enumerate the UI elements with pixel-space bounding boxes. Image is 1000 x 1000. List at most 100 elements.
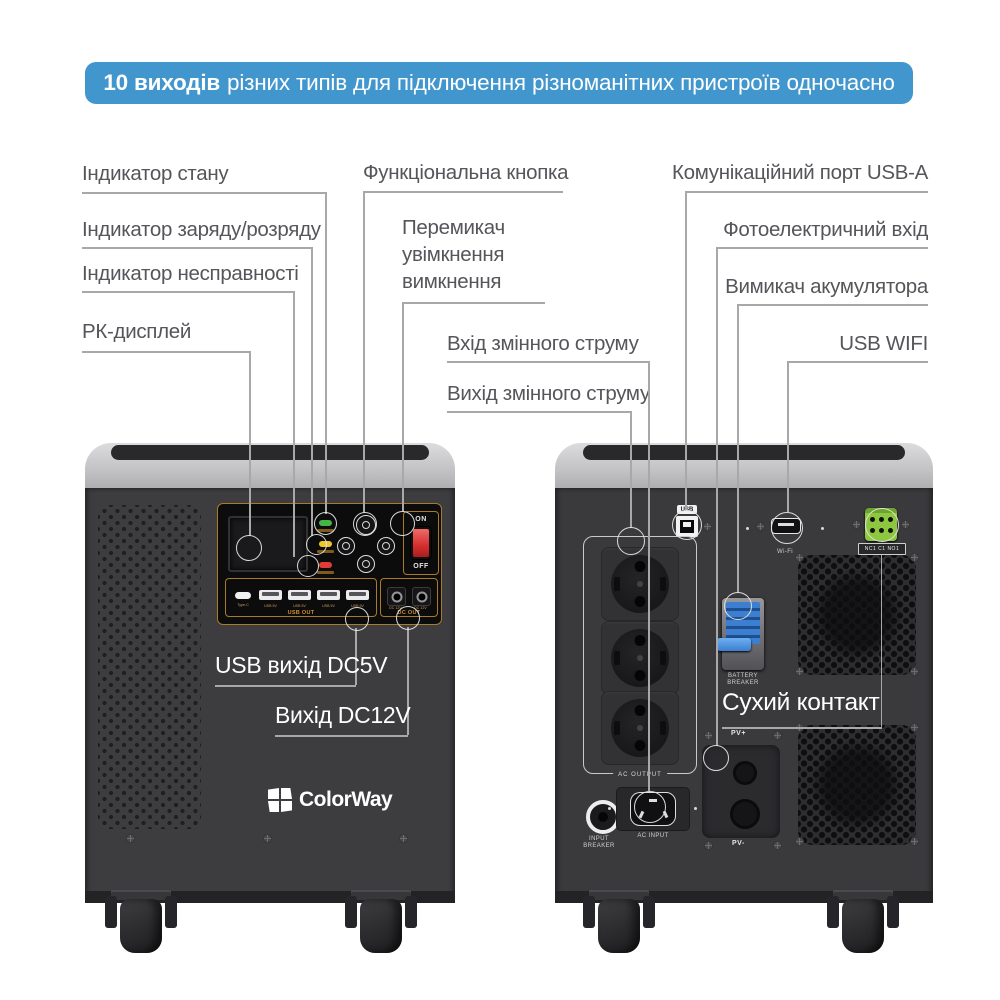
leader-underline-fault [82, 291, 294, 293]
callout-status-indicator: Індикатор стану [82, 162, 229, 185]
colorway-pinwheel-icon [268, 788, 292, 812]
pv-screw-tl [704, 731, 713, 740]
leader-vline-status [325, 192, 327, 514]
ring-battery-breaker [724, 592, 752, 620]
ac-inlet-dot-left [608, 807, 611, 810]
pv-screw-tr [773, 731, 782, 740]
pv-plus-terminal [733, 761, 757, 785]
callout-function-button: Функціональна кнопка [363, 161, 569, 184]
usb-a4-label: USB 9V [351, 603, 364, 608]
fault-led-red [319, 562, 332, 568]
leader-vline-pv [716, 247, 718, 746]
leader-underline-batbrk [737, 304, 928, 306]
cooling-fan-grille-top [798, 555, 916, 675]
leader-underline-wifi [787, 361, 928, 363]
usb-a-port-4 [346, 590, 369, 600]
ac-output-region: AC OUTPUT [583, 536, 697, 778]
ring-power-switch [390, 511, 415, 536]
ring-function-button [353, 512, 377, 536]
fan1-screw-tl [795, 553, 804, 562]
fan1-screw-tr [910, 553, 919, 562]
ring-red-led [297, 555, 319, 577]
callout-ac-output: Вихід змінного струму [447, 382, 650, 405]
device-label-usb-dc5v: USB вихід DC5V [215, 652, 388, 678]
leader-underline-pv [716, 247, 928, 249]
pv-plus-label: PV+ [731, 730, 746, 737]
leader-underline-func [363, 191, 563, 193]
leader-underline-switch [402, 302, 545, 304]
callout-lcd-display: РК-дисплей [82, 320, 192, 343]
leader-underline-comm [685, 191, 928, 193]
ring-dry-contact [865, 508, 899, 542]
front-screw-2 [263, 834, 272, 843]
input-breaker-label: INPUT BREAKER [583, 836, 615, 849]
leader-underline-acout [447, 411, 631, 413]
ring-lcd [236, 535, 262, 561]
ring-ac-input [634, 791, 666, 823]
fan2-screw-bl [795, 837, 804, 846]
dc-jack-2-label: DC 12V [414, 605, 427, 610]
brand-logo: ColorWay [268, 788, 393, 812]
red-led-microlabel [317, 571, 334, 574]
back-screw-wifi-left [756, 522, 765, 531]
callout-fault-indicator: Індикатор несправності [82, 262, 299, 285]
callout-ac-input: Вхід змінного струму [447, 332, 639, 355]
callout-usb-comm-port: Комунікаційний порт USB-A [672, 161, 928, 184]
back-caster-right [827, 890, 899, 960]
usb-a3-label: USB 5V [322, 603, 335, 608]
usb-a-port-1 [259, 590, 282, 600]
power-switch-group: ON OFF [403, 511, 439, 575]
power-station-back-view: USB Wi-Fi NC1 C1 NO1 AC OUTPUT [555, 443, 933, 953]
type-c-port [235, 592, 251, 599]
leader-vline-comm [685, 191, 687, 510]
fan1-screw-br [910, 667, 919, 676]
front-vent-grid [98, 505, 201, 829]
usb-a-port-2 [288, 590, 311, 600]
front-caster-right [345, 890, 417, 960]
back-led-dot-1 [746, 527, 749, 530]
fan2-screw-br [910, 837, 919, 846]
pv-screw-bl [704, 841, 713, 850]
callout-battery-breaker: Вимикач акумулятора [725, 275, 928, 298]
dc-jack-2 [412, 587, 431, 606]
ring-ac-output [617, 527, 645, 555]
front-caster-left [105, 890, 177, 960]
type-c-label: Type-C [237, 602, 249, 607]
back-led-dot-2 [821, 527, 824, 530]
callout-pv-input: Фотоелектричний вхід [723, 218, 928, 241]
ac-socket-3 [601, 691, 679, 765]
back-caster-left [583, 890, 655, 960]
ac-input-label: AC INPUT [637, 833, 669, 839]
leader-vline-fault [293, 291, 295, 557]
leader-underline-dry-contact [722, 727, 882, 729]
back-handle-slot [583, 445, 905, 460]
ring-yellow-led [306, 534, 327, 555]
panel-button-left [337, 537, 355, 555]
on-label: ON [415, 516, 427, 523]
dc-jack-1-label: DC 12V [389, 605, 402, 610]
panel-button-bottom [357, 555, 375, 573]
ac-inlet-dot-right [694, 807, 697, 810]
yellow-led-microlabel [317, 550, 334, 553]
leader-underline-usb5v [215, 685, 356, 687]
battery-breaker-switch [717, 598, 764, 670]
usb-a2-label: USB 5V [293, 603, 306, 608]
banner-text: різних типів для підключення різноманітн… [227, 70, 895, 95]
leader-underline-acin [447, 361, 649, 363]
fan1-screw-bl [795, 667, 804, 676]
ac-output-label: AC OUTPUT [613, 772, 667, 778]
front-screw-3 [399, 834, 408, 843]
ring-dc-out [396, 606, 420, 630]
pv-terminal-panel [702, 745, 780, 838]
front-screw-1 [126, 834, 135, 843]
usb-a-port-3 [317, 590, 340, 600]
fan2-screw-tr [910, 723, 919, 732]
dry-contact-pin-label: NC1 C1 NO1 [858, 543, 906, 555]
back-screw-terminal-right [901, 520, 910, 529]
back-screw-usb [703, 522, 712, 531]
pv-minus-label: PV- [732, 840, 745, 847]
leader-underline-charge [82, 247, 312, 249]
ac-socket-2 [601, 621, 679, 695]
leader-vline-batbrk [737, 304, 739, 593]
